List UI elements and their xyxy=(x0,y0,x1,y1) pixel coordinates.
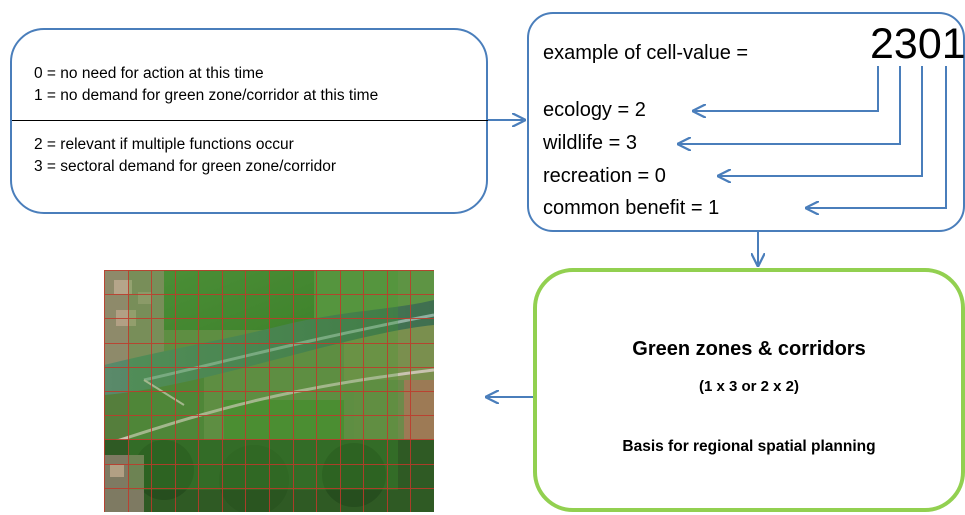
arrow-digit-recreation xyxy=(720,66,923,176)
legend-line-1: 1 = no demand for green zone/corridor at… xyxy=(34,87,379,104)
example-number: 2301 xyxy=(870,20,965,68)
legend-divider xyxy=(12,120,490,121)
aerial-map-image xyxy=(104,270,434,512)
result-box xyxy=(533,268,965,512)
item-ecology: ecology = 2 xyxy=(543,99,646,121)
example-label: example of cell-value = xyxy=(543,42,749,64)
legend-line-0: 0 = no need for action at this time xyxy=(34,65,264,82)
map-grid xyxy=(104,270,434,512)
item-wildlife: wildlife = 3 xyxy=(543,132,637,154)
item-common-benefit: common benefit = 1 xyxy=(543,197,720,219)
legend-line-3: 3 = sectoral demand for green zone/corri… xyxy=(34,158,336,175)
result-note: Basis for regional spatial planning xyxy=(622,438,876,455)
example-box xyxy=(527,12,965,232)
legend-box xyxy=(10,28,488,214)
result-title: Green zones & corridors xyxy=(632,338,866,360)
result-subtitle: (1 x 3 or 2 x 2) xyxy=(698,378,800,395)
item-recreation: recreation = 0 xyxy=(543,165,666,187)
arrow-digit-common-benefit xyxy=(808,66,947,208)
arrow-digit-wildlife xyxy=(680,66,901,144)
arrow-digit-ecology xyxy=(695,66,879,111)
legend-line-2: 2 = relevant if multiple functions occur xyxy=(34,136,294,153)
